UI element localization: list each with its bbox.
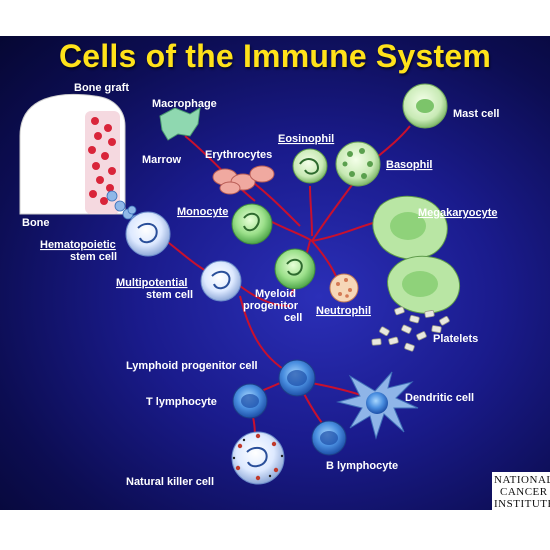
hematopoietic-stem-cell-label-line1: Hematopoietic [40,239,116,251]
hematopoietic-stem-cell [125,211,171,257]
natural-killer-cell-label: Natural killer cell [126,476,214,488]
marrow-label: Marrow [142,154,182,166]
lymphoid-progenitor-label: Lymphoid progenitor cell [126,360,258,372]
multipotential-stem-cell-label-line1: Multipotential [116,277,188,289]
bone-graft-label: Bone graft [74,82,129,94]
eosinophil-label: Eosinophil [278,133,334,145]
myeloid-progenitor-label-line1: Myeloid [255,288,296,300]
macrophage-label: Macrophage [152,98,217,110]
basophil-cell [335,141,381,187]
monocyte-label: Monocyte [177,206,228,218]
b-lymphocyte-cell [311,420,347,456]
megakaryocyte-cells [372,195,460,314]
multipotential-stem-cell-label-line2: stem cell [146,289,193,301]
mast-cell-label: Mast cell [453,108,499,120]
dendritic-cell-label: Dendritic cell [405,392,474,404]
myeloid-progenitor-label-line2: progenitor [243,300,299,312]
logo-line-1: NATIONAL [494,474,550,486]
lymphoid-progenitor-cell [278,359,316,397]
basophil-label: Basophil [386,159,432,171]
erythrocytes-label: Erythrocytes [205,149,272,161]
logo-line-3: INSTITUTE [494,498,550,510]
myeloid-progenitor-label-line3: cell [284,312,302,324]
multipotential-stem-cell [200,260,242,302]
macrophage-cell [159,107,201,141]
megakaryocyte-label: Megakaryocyte [418,207,498,219]
diagram-slide: Bone graft Marrow Bone Hematopoietic ste… [0,36,550,510]
platelets-cells [371,306,450,352]
t-lymphocyte-cell [232,383,268,419]
myeloid-progenitor-cell [274,248,316,290]
natural-killer-cell [231,431,285,485]
hematopoietic-stem-cell-label-line2: stem cell [70,251,117,263]
erythrocytes-cells [212,165,275,195]
page-title: Cells of the Immune System [59,38,491,74]
t-lymphocyte-label: T lymphocyte [146,396,217,408]
nci-logo: NATIONAL CANCER INSTITUTE [492,472,550,514]
bone-graft-illustration [19,93,142,226]
neutrophil-label: Neutrophil [316,305,371,317]
eosinophil-cell [292,148,328,184]
platelets-label: Platelets [433,333,478,345]
logo-line-2: CANCER [500,486,548,498]
b-lymphocyte-label: B lymphocyte [326,460,398,472]
mast-cell [402,83,448,129]
dendritic-cell [336,371,419,440]
immune-cell-diagram: Bone graft Marrow Bone Hematopoietic ste… [19,82,499,488]
monocyte-cell [231,203,273,245]
bone-label: Bone [22,217,50,229]
neutrophil-cell [329,273,359,303]
